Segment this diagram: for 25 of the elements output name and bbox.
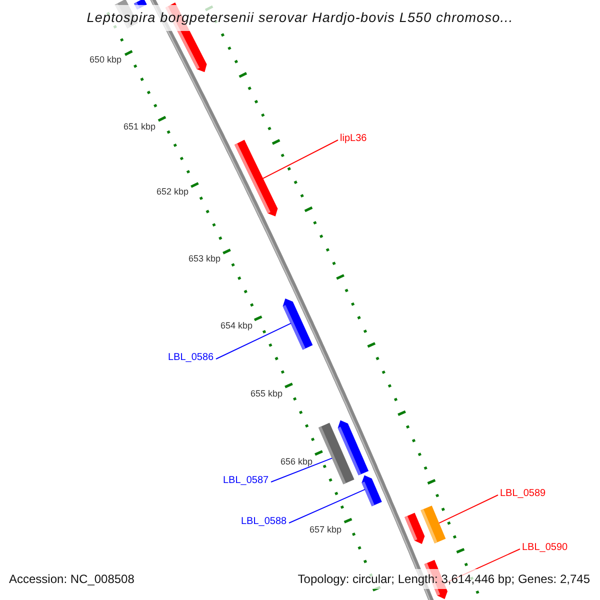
gene-feature (234, 140, 278, 216)
scale-label: 655 kbp (250, 390, 283, 398)
leader-line (438, 494, 498, 524)
scale-label: 657 kbp (309, 526, 342, 534)
scale-label: 650 kbp (89, 56, 122, 64)
gene-feature (282, 298, 313, 350)
scale-label: 653 kbp (188, 254, 221, 264)
gene-feature (362, 475, 382, 506)
gene-label: LBL_0590 (522, 543, 568, 553)
gene-feature (404, 512, 425, 544)
gene-label: LBL_0586 (168, 353, 214, 363)
leader-line (216, 322, 292, 360)
leader-line (262, 140, 338, 179)
gene-feature (420, 506, 446, 544)
gene-feature (338, 420, 369, 476)
leader-line (270, 458, 333, 482)
scale-label: 656 kbp (280, 458, 313, 466)
gene-label: LBL_0587 (223, 476, 269, 486)
gene-label: lipL36 (340, 134, 367, 144)
scale-label: 652 kbp (156, 188, 189, 196)
gene-label: LBL_0588 (241, 517, 287, 527)
scale-label: 654 kbp (220, 322, 253, 330)
gene-label: LBL_0589 (500, 489, 546, 499)
leader-line (288, 488, 366, 524)
scale-label: 651 kbp (123, 122, 156, 132)
